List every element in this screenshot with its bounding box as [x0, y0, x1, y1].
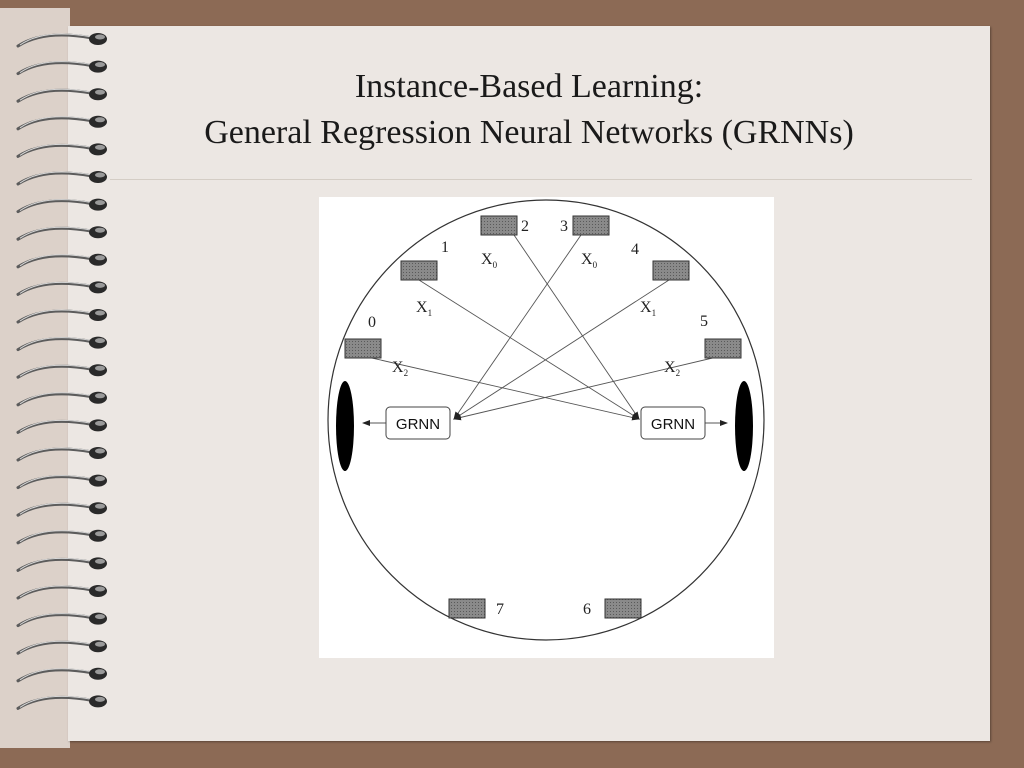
svg-text:X2: X2 — [664, 359, 680, 378]
input-label-x1-left: X1 — [416, 299, 432, 318]
title-divider — [110, 179, 972, 180]
title-line-1: Instance-Based Learning: — [354, 68, 704, 105]
input-label-x1-right: X1 — [640, 299, 656, 318]
spiral-coil — [16, 667, 107, 683]
svg-text:X0: X0 — [481, 251, 498, 270]
sensor-7 — [448, 598, 486, 619]
spiral-coil — [16, 419, 107, 434]
connection-line — [453, 279, 670, 420]
spiral-coil — [16, 198, 107, 214]
sensor-label-6: 6 — [583, 601, 591, 618]
title-line-2: General Regression Neural Networks (GRNN… — [204, 114, 854, 151]
spiral-coil — [16, 143, 107, 158]
spiral-coil — [16, 33, 107, 48]
spiral-binding — [16, 33, 107, 710]
spiral-coil — [16, 502, 107, 517]
svg-text:X0: X0 — [581, 251, 598, 270]
svg-text:X1: X1 — [416, 299, 432, 318]
grnn-right-node: GRNN — [640, 406, 706, 440]
svg-text:X2: X2 — [392, 359, 408, 378]
sensor-label-4: 4 — [631, 241, 639, 258]
sensor-0 — [344, 338, 382, 359]
connection-line — [362, 355, 640, 421]
sensor-1 — [400, 260, 438, 281]
spiral-coil — [16, 60, 107, 76]
spiral-coil — [16, 557, 107, 572]
sensor-2 — [480, 215, 518, 236]
spiral-coil — [16, 612, 107, 628]
grnn-left-node: GRNN — [385, 406, 451, 440]
sensor-label-3: 3 — [560, 218, 568, 235]
slide-title: Instance-Based Learning: General Regress… — [68, 64, 990, 156]
spiral-coil — [16, 309, 107, 324]
spiral-coil — [16, 253, 107, 269]
spiral-coil — [16, 447, 107, 462]
sensor-label-5: 5 — [700, 313, 708, 330]
sensor-4 — [652, 260, 690, 281]
connection-line — [453, 234, 582, 420]
robot-body-circle — [327, 199, 765, 641]
sensor-label-0: 0 — [368, 314, 376, 331]
spiral-coil — [16, 281, 107, 296]
input-label-x2-left: X2 — [392, 359, 408, 378]
spiral-coil — [16, 115, 107, 131]
spiral-coil — [16, 695, 107, 710]
spiral-coil — [16, 171, 107, 186]
sensor-label-2: 2 — [521, 218, 529, 235]
spiral-coil — [16, 391, 107, 407]
spiral-coil — [16, 585, 107, 600]
spiral-coil — [16, 474, 107, 490]
sensor-3 — [572, 215, 610, 236]
svg-text:X1: X1 — [640, 299, 656, 318]
right-wheel — [735, 381, 753, 471]
sensor-label-7: 7 — [496, 601, 504, 618]
connection-line — [453, 355, 722, 421]
sensor-6 — [604, 598, 642, 619]
input-label-x0-left: X0 — [481, 251, 498, 270]
sensor-label-1: 1 — [441, 239, 449, 256]
page-edge — [0, 8, 70, 748]
spiral-coil — [16, 336, 107, 352]
input-label-x0-right: X0 — [581, 251, 598, 270]
spiral-coil — [16, 640, 107, 655]
connection-line — [513, 234, 640, 420]
grnn-left-label: GRNN — [396, 416, 440, 433]
sensor-5 — [704, 338, 742, 359]
spiral-coil — [16, 88, 107, 103]
spiral-coil — [16, 529, 107, 545]
spiral-coil — [16, 364, 107, 379]
grnn-robot-diagram: 0 1 2 3 4 5 6 7 X0 X0 X1 X1 X2 X2 GRNN — [319, 197, 774, 658]
grnn-right-label: GRNN — [651, 416, 695, 433]
connection-line — [418, 279, 640, 420]
spiral-coil — [16, 226, 107, 241]
left-wheel — [336, 381, 354, 471]
input-label-x2-right: X2 — [664, 359, 680, 378]
